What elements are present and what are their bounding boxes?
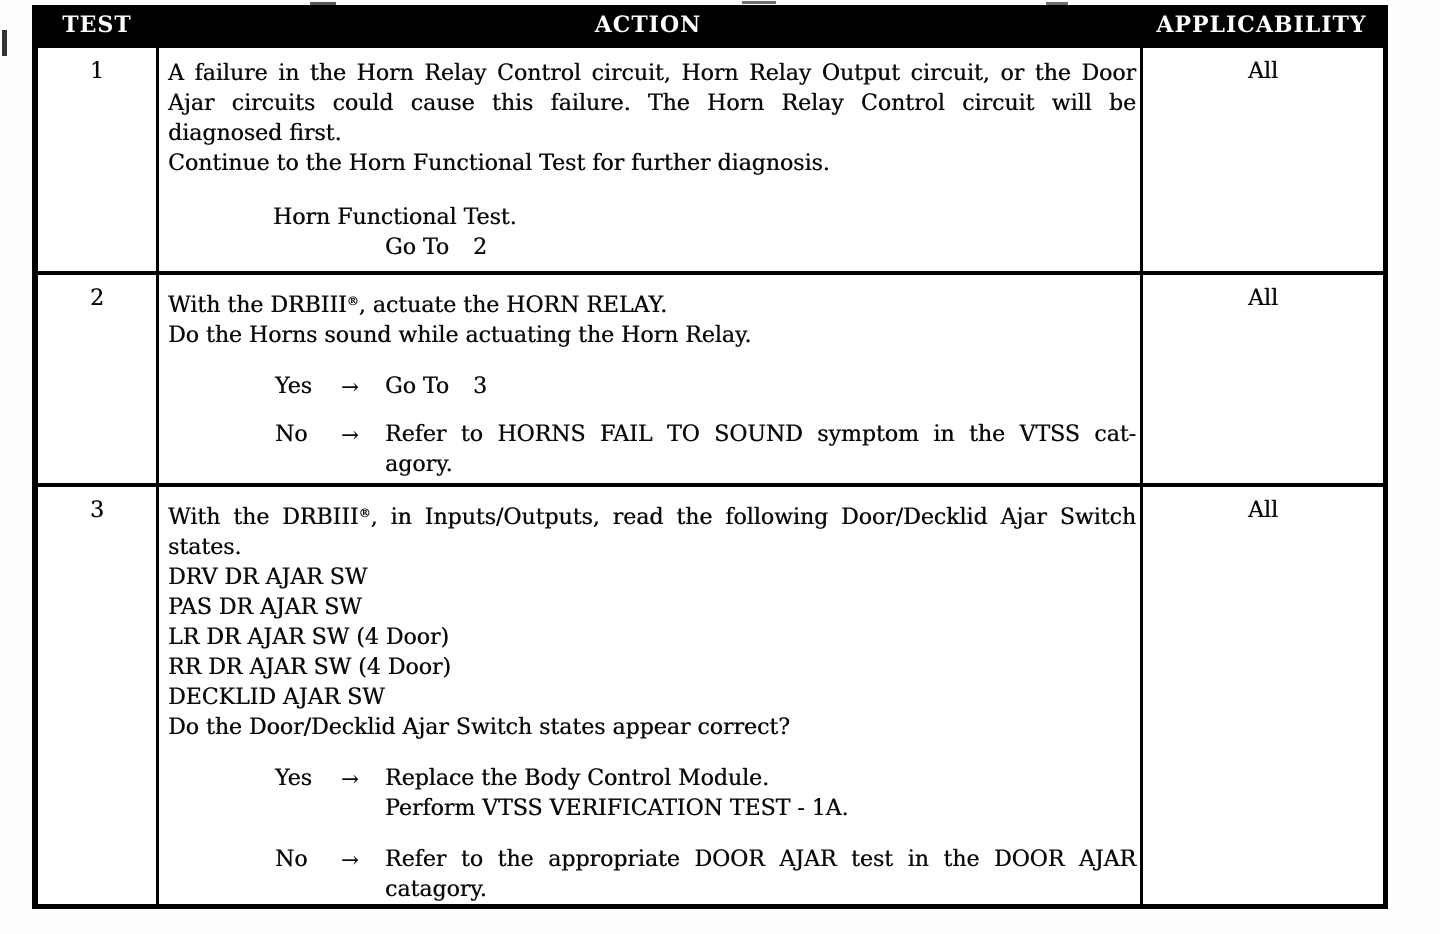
action-text: With the DRBIII [168,293,347,318]
switch-list-item: RR DR AJAR SW (4 Door) [168,655,451,680]
question-line: Do the Door/Decklid Ajar Switch states a… [168,715,790,740]
answer-row-no: No → Refer to HORNS FAIL TO SOUND sympto… [275,420,1136,480]
action-text-line: Do the Horns sound while actuating the H… [168,323,752,348]
action-text: , actuate the HORN RELAY. [358,293,668,318]
scan-artifact [310,2,336,5]
registered-trademark-symbol: ® [358,506,371,520]
action-text-line: A failure in the Horn Relay Control circ… [168,61,1136,86]
action-text-line: Ajar circuits could cause this failure. … [168,91,1136,116]
applicability-value: All [1140,275,1383,483]
answer-result: Replace the Body Control Module. Perform… [385,764,1136,824]
arrow-icon: → [341,423,359,447]
answer-label: Yes [275,374,312,399]
action-text-line: With the DRBIII®, in Inputs/Outputs, rea… [168,498,1136,533]
test-number: 3 [90,498,104,523]
answer-row-no: No → Refer to the appropriate DOOR AJAR … [275,845,1136,904]
test-number: 1 [90,59,104,84]
arrow-icon: → [341,767,359,791]
arrow-icon: → [341,848,359,872]
action-cell: With the DRBIII®, in Inputs/Outputs, rea… [156,487,1140,904]
column-header-applicability: APPLICABILITY [1156,11,1367,38]
answer-result: Go To 3 [385,372,1136,402]
goto-step-number: 3 [473,374,488,399]
goto-label: Go To [385,235,450,260]
goto-line: Go To 2 [385,233,1136,263]
action-text-line: diagnosed first. [168,121,342,146]
answer-label: No [275,847,308,872]
applicability-value: All [1140,487,1383,904]
table-row: 1 A failure in the Horn Relay Control ci… [38,44,1383,271]
switch-list-item: DRV DR AJAR SW [168,565,368,590]
switch-list-item: PAS DR AJAR SW [168,595,362,620]
applicability-value: All [1140,48,1383,271]
column-header-action: ACTION [594,11,702,38]
action-cell: With the DRBIII®, actuate the HORN RELAY… [156,275,1140,483]
table-row: 2 With the DRBIII®, actuate the HORN REL… [38,271,1383,483]
answer-result: Refer to the appropriate DOOR AJAR test … [385,845,1136,904]
answer-result-line: Perform VTSS VERIFICATION TEST - 1A. [385,796,849,821]
answer-result-line: Refer to the appropriate DOOR AJAR test … [385,847,1136,872]
scan-artifact [1046,2,1068,5]
scan-artifact [2,30,7,56]
table-row: 3 With the DRBIII®, in Inputs/Outputs, r… [38,483,1383,904]
answer-result-line: Refer to HORNS FAIL TO SOUND symptom in … [385,422,1136,447]
action-text-line: states. [168,535,242,560]
note-title: Horn Functional Test. [273,205,517,230]
answer-label: Yes [275,766,312,791]
goto-label: Go To [385,374,450,399]
scan-artifact [742,1,776,4]
goto-line: Go To 3 [385,372,1136,402]
diagnostic-test-table: TEST ACTION APPLICABILITY 1 A failure in… [32,5,1388,909]
answer-result-line: catagory. [385,877,487,902]
answer-result-line: Replace the Body Control Module. [385,766,770,791]
column-header-test: TEST [62,11,132,38]
action-cell: A failure in the Horn Relay Control circ… [156,48,1140,271]
action-text-line: With the DRBIII®, actuate the HORN RELAY… [168,286,1136,321]
answer-row-yes: Yes → Go To 3 [275,372,1136,402]
switch-list-item: LR DR AJAR SW (4 Door) [168,625,449,650]
answer-result: Refer to HORNS FAIL TO SOUND symptom in … [385,420,1136,480]
answer-label: No [275,422,308,447]
registered-trademark-symbol: ® [346,294,359,308]
test-number: 2 [90,286,104,311]
arrow-icon: → [341,375,359,399]
answer-result-line: agory. [385,452,453,477]
action-text: With the DRBIII [168,505,359,530]
action-text: , in Inputs/Outputs, read the following … [370,505,1136,530]
table-header-row: TEST ACTION APPLICABILITY [38,5,1383,44]
goto-step-number: 2 [473,235,488,260]
answer-row-yes: Yes → Replace the Body Control Module. P… [275,764,1136,824]
action-text-line: Continue to the Horn Functional Test for… [168,151,830,176]
switch-list-item: DECKLID AJAR SW [168,685,385,710]
